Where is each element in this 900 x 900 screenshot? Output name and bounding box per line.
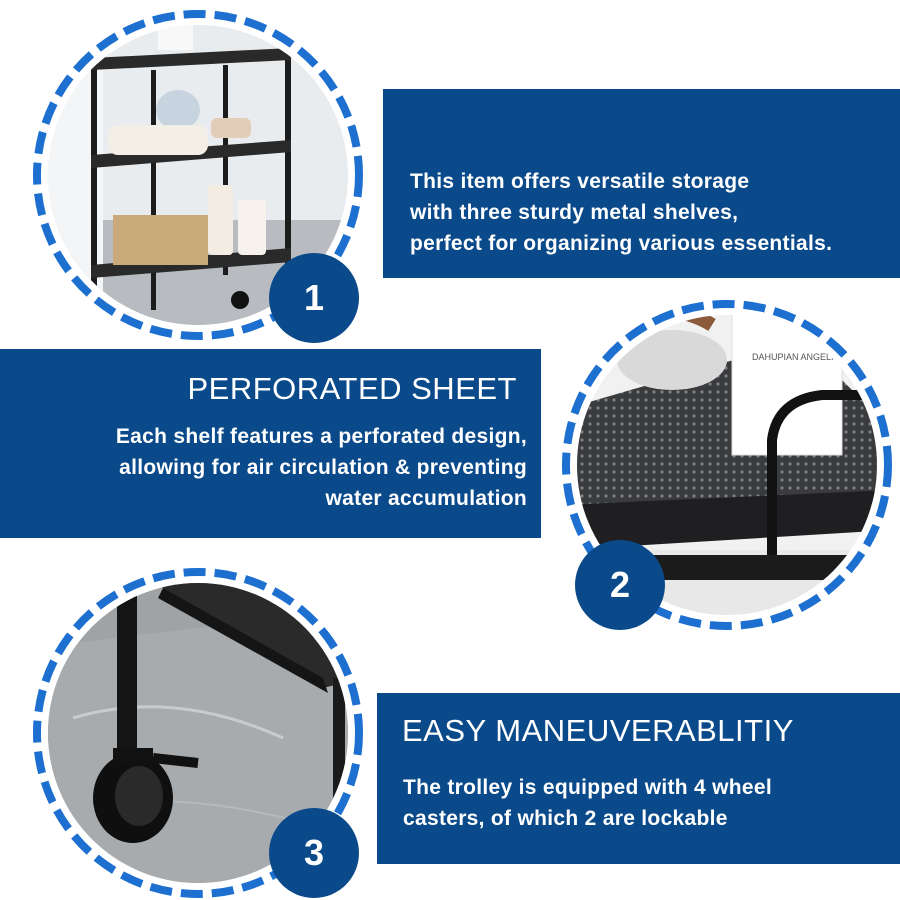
feature-2-number-badge: 2: [575, 540, 665, 630]
box-label: DAHUPIAN ANGELICA: [752, 352, 846, 362]
feature-2-description: Each shelf features a perforated design,…: [116, 421, 527, 514]
feature-1-number-badge: 1: [269, 253, 359, 343]
feature-1-number: 1: [303, 277, 325, 318]
feature-1-description: This item offers versatile storage with …: [410, 166, 832, 259]
feature-3-number-badge: 3: [269, 808, 359, 898]
feature-3-line-1: The trolley is equipped with 4 wheel: [403, 776, 773, 799]
feature-2-line-2: allowing for air circulation & preventin…: [119, 456, 527, 479]
feature-3-title: EASY MANEUVERABLITIY: [402, 713, 794, 748]
feature-2-number: 2: [609, 564, 631, 605]
feature-3-line-2: casters, of which 2 are lockable: [403, 807, 728, 830]
feature-2-line-1: Each shelf features a perforated design,: [115, 425, 527, 448]
feature-1-panel: AMPLE STORAGE This item offers versatile…: [383, 29, 900, 278]
feature-3-panel: EASY MANEUVERABLITIY The trolley is equi…: [377, 693, 900, 864]
feature-3-photo: 3: [33, 568, 363, 898]
feature-1-title: AMPLE STORAGE: [413, 29, 685, 64]
storage-trolley-photo-icon: [33, 10, 363, 340]
feature-2-panel: PERFORATED SHEET Each shelf features a p…: [0, 349, 541, 538]
feature-1-line-1: This item offers versatile storage: [410, 170, 750, 193]
feature-3-description: The trolley is equipped with 4 wheel cas…: [403, 772, 772, 834]
feature-3-number: 3: [303, 832, 325, 873]
feature-2-title: PERFORATED SHEET: [187, 371, 517, 406]
feature-1-line-2: with three sturdy metal shelves,: [410, 201, 739, 224]
feature-2-photo: DAHUPIAN ANGELICA 2: [562, 300, 892, 630]
feature-2-line-3: water accumulation: [325, 487, 527, 510]
feature-1-photo: 1: [33, 10, 363, 343]
feature-1-line-3: perfect for organizing various essential…: [410, 232, 833, 255]
